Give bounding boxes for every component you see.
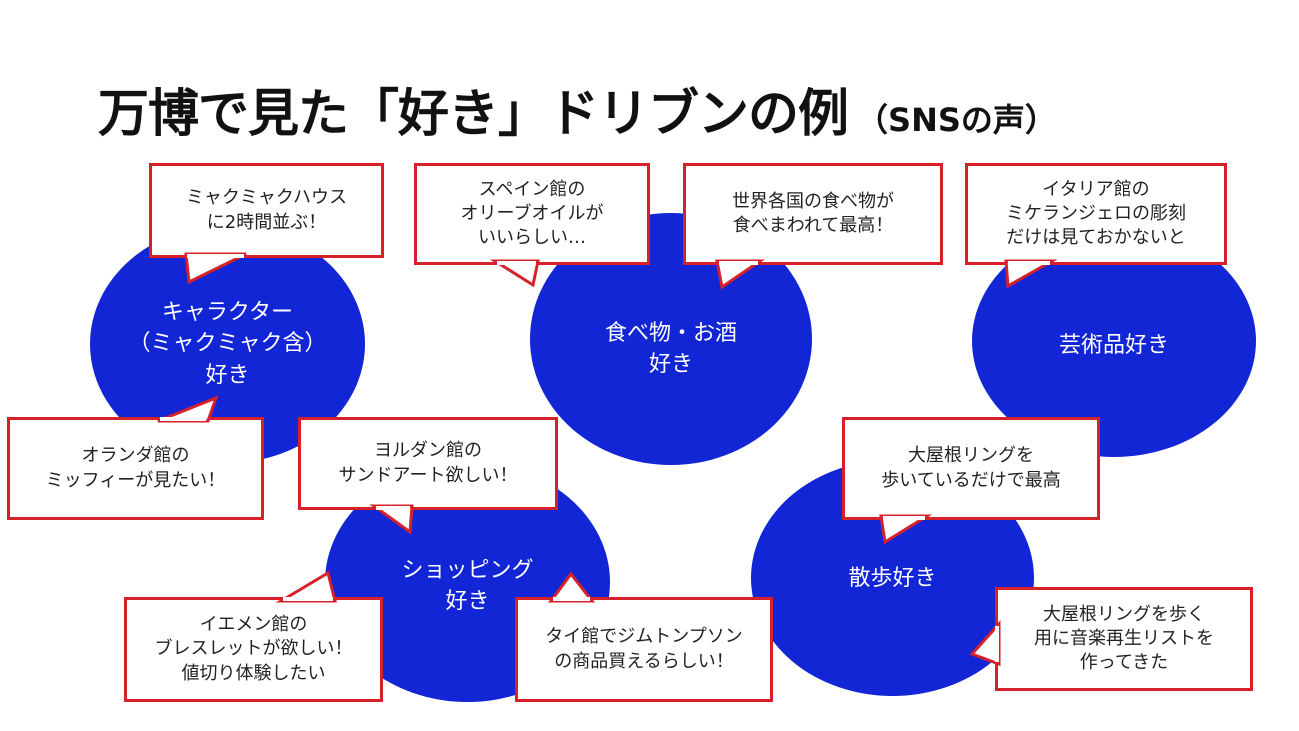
voice-bubble-yemen: イエメン館の ブレスレットが欲しい！ 値切り体験したい xyxy=(124,597,383,702)
voice-bubble-world-food: 世界各国の食べ物が 食べまわれて最高！ xyxy=(683,163,943,265)
voice-text-world-food: 世界各国の食べ物が 食べまわれて最高！ xyxy=(732,190,894,236)
voice-bubble-thailand: タイ館でジムトンプソン の商品買えるらしい！ xyxy=(515,597,773,702)
category-label-walk: 散歩好き xyxy=(848,566,937,592)
voice-bubble-myaku-house: ミャクミャクハウス に2時間並ぶ！ xyxy=(149,163,384,258)
voice-text-ring-walk: 大屋根リングを 歩いているだけで最高 xyxy=(881,445,1061,491)
category-label-art: 芸術品好き xyxy=(1058,333,1169,359)
voice-text-myaku-house: ミャクミャクハウス に2時間並ぶ！ xyxy=(185,187,348,233)
voice-text-yemen: イエメン館の ブレスレットが欲しい！ 値切り体験したい xyxy=(154,614,353,684)
voice-bubble-italy: イタリア館の ミケランジェロの彫刻 だけは見ておかないと xyxy=(965,163,1227,265)
voice-bubble-spain: スペイン館の オリーブオイルが いいらしい… xyxy=(414,163,650,265)
page-title-main: 万博で見た「好き」ドリブンの例 xyxy=(98,85,849,144)
voice-text-spain: スペイン館の オリーブオイルが いいらしい… xyxy=(460,178,604,249)
page-title-sub: （SNSの声） xyxy=(856,101,1057,139)
voice-bubble-jordan: ヨルダン館の サンドアート欲しい！ xyxy=(298,417,558,510)
voice-text-thailand: タイ館でジムトンプソン の商品買えるらしい！ xyxy=(545,626,743,672)
category-label-character: キャラクター （ミャクミャク含） 好き xyxy=(128,300,327,388)
voice-bubble-ring-walk: 大屋根リングを 歩いているだけで最高 xyxy=(842,417,1100,520)
category-label-food: 食べ物・お酒 好き xyxy=(604,320,737,377)
category-label-shopping: ショッピング 好き xyxy=(401,557,534,614)
voice-text-ring-music: 大屋根リングを歩く 用に音楽再生リストを 作ってきた xyxy=(1034,603,1214,674)
page-title: 万博で見た「好き」ドリブンの例（SNSの声） xyxy=(98,72,1057,146)
voice-text-italy: イタリア館の ミケランジェロの彫刻 だけは見ておかないと xyxy=(1006,178,1186,249)
voice-bubble-ring-music: 大屋根リングを歩く 用に音楽再生リストを 作ってきた xyxy=(995,587,1253,691)
voice-bubble-netherlands: オランダ館の ミッフィーが見たい！ xyxy=(7,417,264,520)
voice-text-netherlands: オランダ館の ミッフィーが見たい！ xyxy=(45,445,226,491)
voice-text-jordan: ヨルダン館の サンドアート欲しい！ xyxy=(338,440,518,486)
